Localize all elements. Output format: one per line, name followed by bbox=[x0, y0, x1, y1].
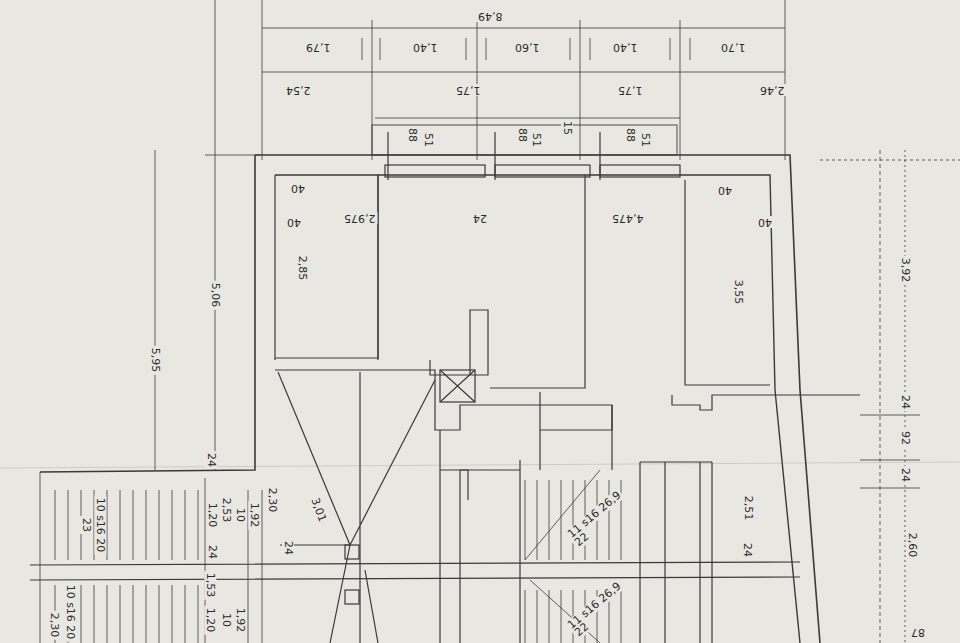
dimension-label: 10 bbox=[220, 611, 232, 629]
dimension-label: 87 bbox=[909, 626, 927, 638]
dimension-label: 40 bbox=[289, 182, 307, 194]
dimension-label: 1,60 bbox=[513, 41, 542, 53]
dimension-label: 92 bbox=[899, 429, 911, 447]
dimension-label: 2,85 bbox=[296, 254, 308, 283]
dimension-label: 2,30 bbox=[48, 611, 60, 640]
dimension-label: 1,20 bbox=[204, 606, 216, 635]
dimension-label: 2,60 bbox=[906, 531, 918, 560]
dimension-label: 1,20 bbox=[206, 501, 218, 530]
dimension-label: 1,70 bbox=[719, 41, 748, 53]
dimension-label: 1,79 bbox=[304, 41, 333, 53]
dimension-label: 11 s16 26,9 bbox=[565, 488, 626, 542]
dimension-label: 1,75 bbox=[454, 84, 483, 96]
dimension-label: 3,01 bbox=[307, 495, 328, 526]
dimension-label: 24 bbox=[205, 451, 217, 469]
dimension-label: 1,40 bbox=[611, 41, 640, 53]
dimension-label: 3,92 bbox=[899, 256, 911, 285]
dimension-label: 10 s16 20 bbox=[94, 496, 106, 555]
dimension-label: 51 bbox=[422, 131, 434, 149]
dimension-label: 5,95 bbox=[149, 346, 161, 375]
dimension-label: 23 bbox=[80, 516, 92, 534]
dimension-label: 88 bbox=[516, 126, 528, 144]
dimension-label: 1,53 bbox=[204, 571, 216, 600]
dimension-label: 2,46 bbox=[758, 84, 787, 96]
dimension-label: 15 bbox=[561, 119, 573, 137]
dimension-label: 24 bbox=[282, 539, 294, 557]
dimension-label: 24 bbox=[899, 393, 911, 411]
dimension-label: 1,92 bbox=[248, 501, 260, 530]
dimension-label: 2,54 bbox=[284, 84, 313, 96]
dimension-label: 2,30 bbox=[266, 486, 278, 515]
dimension-label: 51 bbox=[639, 131, 651, 149]
dimension-label: 1,75 bbox=[616, 84, 645, 96]
dimension-label: 88 bbox=[624, 126, 636, 144]
dimension-label: 4,475 bbox=[610, 212, 646, 224]
dimension-label: 24 bbox=[471, 212, 489, 224]
dimension-label: 1,92 bbox=[234, 606, 246, 635]
dimension-label: 3,55 bbox=[732, 278, 744, 307]
dimension-label: 2,975 bbox=[342, 212, 378, 224]
dimension-label: 24 bbox=[741, 541, 753, 559]
dimension-label: 40 bbox=[716, 184, 734, 196]
dimension-label: 8,49 bbox=[476, 10, 505, 22]
dimension-label: 40 bbox=[285, 216, 303, 228]
dimension-label: 11 s16 26,9 bbox=[565, 580, 626, 634]
dimension-label: 88 bbox=[406, 126, 418, 144]
dimension-label: 24 bbox=[899, 466, 911, 484]
dimension-label: 2,51 bbox=[742, 494, 754, 523]
dimension-label: 2,53 bbox=[220, 496, 232, 525]
dimension-label: 1,40 bbox=[411, 41, 440, 53]
dimension-label: 10 bbox=[234, 506, 246, 524]
dimension-label: 51 bbox=[530, 131, 542, 149]
dimension-label: 24 bbox=[206, 543, 218, 561]
dimension-label: 10 s16 20 bbox=[64, 582, 76, 641]
dimension-label: 5,06 bbox=[209, 281, 221, 310]
dimension-label: 40 bbox=[756, 216, 774, 228]
